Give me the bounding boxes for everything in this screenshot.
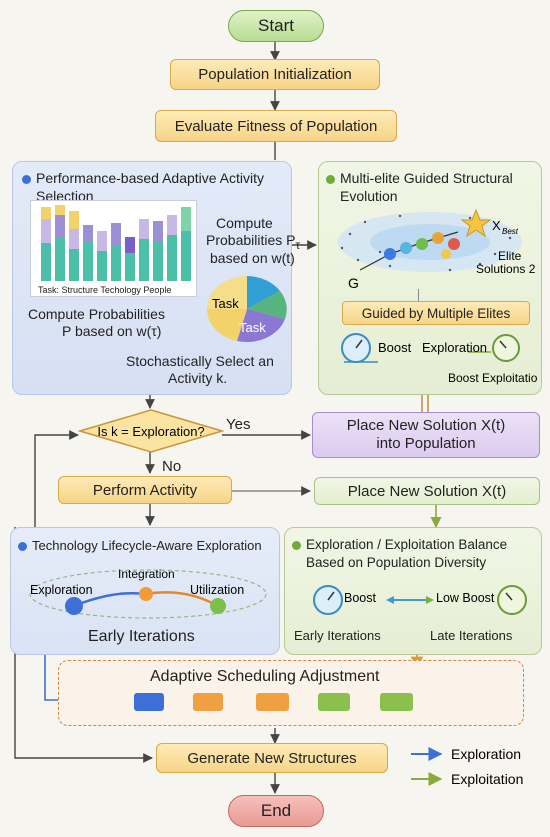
lifecycle-early-label: Early Iterations (88, 628, 195, 645)
boost-label: Boost (378, 340, 412, 355)
select-line2: Activity k. (168, 370, 228, 386)
evaluate-fitness-label: Evaluate Fitness of Population (174, 117, 378, 135)
green-dot-icon-2 (292, 540, 301, 550)
compute1-line3: based on w(t) (210, 250, 295, 266)
balance-boost-label: Boost (344, 591, 376, 605)
select-line1: Stochastically Select an (126, 353, 274, 369)
compute1-line1: Compute (216, 215, 273, 231)
decision-no-label: No (162, 458, 182, 475)
generate-structures-node: Generate New Structures (156, 743, 388, 773)
g-label: G (348, 275, 359, 291)
end-node: End (228, 795, 324, 827)
legend: Exploration Exploitation (411, 746, 523, 787)
schedule-block-utilization-1 (318, 693, 350, 711)
legend-exploitation-label: Exploitation (451, 771, 523, 787)
exploration-label: Exploration (422, 340, 487, 355)
schedule-block-integration-2 (256, 693, 289, 711)
green-dot-icon (326, 174, 335, 184)
guide-arrow-line (418, 289, 420, 301)
balance-illustration: Boost Low Boost (313, 585, 527, 615)
pie-label-2: Task (239, 320, 266, 335)
legend-exploration-label: Exploration (451, 746, 521, 762)
compute2-line2: P based on w(τ) (62, 323, 162, 339)
schedule-block-utilization-2 (380, 693, 413, 711)
pie-label-1: Task (212, 296, 239, 311)
decision-diamond: Is k = Exploration? (78, 409, 224, 453)
chart-caption: Task: Structure Techology People (38, 285, 172, 295)
balance-title-2: Based on Population Diversity (306, 555, 487, 570)
balance-early-label: Early Iterations (294, 628, 381, 643)
decision-label: Is k = Exploration? (97, 424, 204, 439)
xbest-sub: Best (502, 227, 519, 236)
arrow-loop-left (34, 430, 79, 527)
balance-late-label: Late Iterations (430, 628, 513, 643)
compute2-line1: Compute Probabilities (28, 306, 165, 322)
adaptive-activity-title: Performance-based Adaptive Activity (22, 169, 264, 187)
multi-elite-title: Multi-elite Guided Structural (326, 169, 513, 187)
place-into-population-node: Place New Solution X(t) into Population (312, 412, 540, 458)
compute1-line2: Probabilities Pτ (206, 232, 301, 252)
task-bar-chart (30, 200, 197, 297)
boost-exploration-illustration: Boost Exploration Boost Exploitation (341, 333, 538, 385)
start-label: Start (258, 16, 294, 35)
population-init-node: Population Initialization (170, 59, 380, 90)
evaluate-fitness-node: Evaluate Fitness of Population (155, 110, 397, 142)
balance-title: Exploration / Exploitation Balance (292, 536, 507, 554)
place-new-solution-node: Place New Solution X(t) (314, 477, 540, 505)
multi-elite-title-2: Evolution (340, 188, 398, 204)
lifecycle-utilization-label: Utilization (190, 583, 244, 597)
perform-activity-node: Perform Activity (58, 476, 232, 504)
elite-label-1: Elite (498, 249, 522, 263)
balance-low-boost-label: Low Boost (436, 591, 495, 605)
guided-elites-node: Guided by Multiple Elites (342, 301, 530, 325)
blue-dot-icon (22, 174, 31, 184)
bar-chart-svg (41, 205, 191, 281)
lifecycle-illustration: Exploration Integration Utilization (29, 567, 267, 619)
probability-pie: Task Task (206, 276, 287, 343)
schedule-block-integration-1 (193, 693, 223, 711)
start-node: Start (228, 10, 324, 42)
xbest-label: X (492, 218, 501, 233)
lifecycle-integration-label: Integration (118, 567, 175, 581)
lifecycle-title: Technology Lifecycle-Aware Exploration (18, 537, 262, 555)
elite-swarm-illustration: X Best Elite Solutions 2 G (338, 208, 535, 291)
decision-yes-label: Yes (226, 416, 251, 433)
elite-label-2: Solutions 2 (476, 262, 535, 276)
lifecycle-exploration-label: Exploration (30, 583, 93, 597)
blue-dot-icon-2 (18, 542, 27, 552)
population-init-label: Population Initialization (198, 66, 352, 83)
schedule-block-exploration (134, 693, 164, 711)
adaptive-scheduling-title: Adaptive Scheduling Adjustment (150, 668, 380, 685)
boost-exploitation-label: Boost Exploitation (448, 371, 538, 385)
